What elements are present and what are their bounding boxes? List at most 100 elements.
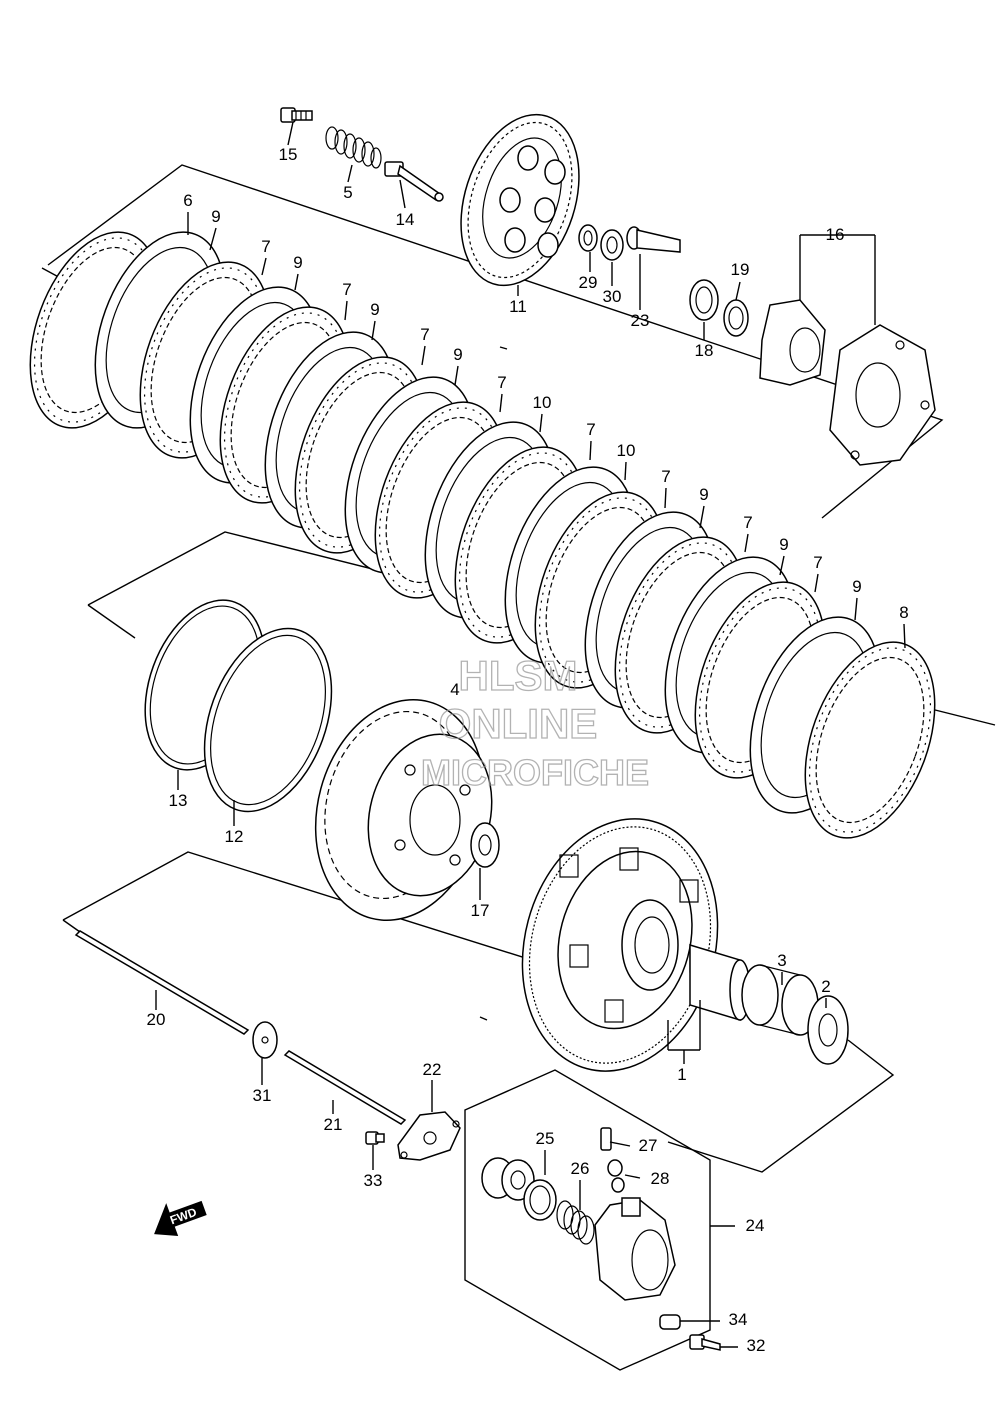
leader-line-24 bbox=[664, 487, 667, 509]
callout-9b: 9 bbox=[293, 253, 302, 272]
bearing-30 bbox=[600, 229, 624, 261]
release-cylinder-frame bbox=[464, 1069, 711, 1371]
spring-26 bbox=[556, 1200, 595, 1245]
washer-17 bbox=[470, 822, 500, 868]
callout-9f: 9 bbox=[779, 535, 788, 554]
callout-32: 32 bbox=[747, 1336, 766, 1355]
callout-13: 13 bbox=[169, 791, 188, 810]
bolt-32 bbox=[689, 1334, 721, 1351]
leader-line-28 bbox=[814, 573, 819, 593]
ring-12 bbox=[203, 627, 333, 813]
callout-21: 21 bbox=[324, 1115, 343, 1134]
callout-18: 18 bbox=[695, 341, 714, 360]
callout-3: 3 bbox=[777, 951, 786, 970]
callout-10b: 10 bbox=[617, 441, 636, 460]
callout-4: 4 bbox=[450, 680, 459, 699]
leader-line-14 bbox=[261, 257, 267, 276]
leader-line-26 bbox=[744, 533, 749, 553]
callout-9a: 9 bbox=[211, 207, 220, 226]
bush-18 bbox=[689, 279, 719, 321]
leader-line-7 bbox=[735, 281, 741, 301]
leader-line-48 bbox=[624, 1174, 641, 1179]
leader-lines bbox=[155, 121, 906, 1348]
callout-27: 27 bbox=[639, 1136, 658, 1155]
washer-19 bbox=[723, 299, 749, 337]
clutch-plate-stack bbox=[29, 231, 936, 839]
leader-line-19 bbox=[454, 365, 459, 386]
clutch-housing-1 bbox=[521, 818, 719, 1072]
pin-14 bbox=[384, 161, 444, 202]
leader-line-23 bbox=[624, 461, 627, 481]
leader-line-1 bbox=[347, 164, 353, 183]
callout-9g: 9 bbox=[852, 577, 861, 596]
leader-line-30 bbox=[903, 623, 906, 649]
push-rod-21 bbox=[283, 1050, 407, 1125]
piston-25 bbox=[481, 1157, 557, 1221]
callout-8: 8 bbox=[899, 603, 908, 622]
callout-22: 22 bbox=[423, 1060, 442, 1079]
needle-bearing-3 bbox=[741, 964, 819, 1036]
leader-line-2 bbox=[399, 179, 406, 209]
callout-7g: 7 bbox=[743, 513, 752, 532]
release-rod-23 bbox=[626, 226, 681, 253]
washer-31 bbox=[252, 1021, 278, 1059]
damper-16 bbox=[759, 299, 936, 466]
leader-line-18 bbox=[421, 345, 426, 366]
callout-5: 5 bbox=[343, 183, 352, 202]
callout-9d: 9 bbox=[453, 345, 462, 364]
callout-30: 30 bbox=[603, 287, 622, 306]
callout-6: 6 bbox=[183, 191, 192, 210]
callout-numbers: 1551411293023191816697979797107107979798… bbox=[147, 145, 909, 1355]
bolt-33 bbox=[365, 1131, 385, 1145]
callout-12: 12 bbox=[225, 827, 244, 846]
leader-line-17 bbox=[371, 320, 376, 341]
callout-7e: 7 bbox=[586, 420, 595, 439]
callout-31: 31 bbox=[253, 1086, 272, 1105]
callout-15: 15 bbox=[279, 145, 298, 164]
forward-arrow-icon: FWD bbox=[154, 1200, 207, 1237]
callout-2: 2 bbox=[821, 977, 830, 996]
cylinder-body bbox=[594, 1197, 676, 1301]
watermark-line3: MICROFICHE bbox=[421, 752, 649, 793]
bleeder-27 bbox=[600, 1127, 612, 1151]
dowel-34 bbox=[659, 1314, 681, 1330]
callout-20: 20 bbox=[147, 1010, 166, 1029]
callout-10a: 10 bbox=[533, 393, 552, 412]
washer-29 bbox=[578, 224, 598, 252]
callout-9e: 9 bbox=[699, 485, 708, 504]
cap-28 bbox=[607, 1159, 625, 1193]
callout-7b: 7 bbox=[342, 280, 351, 299]
callout-33: 33 bbox=[364, 1171, 383, 1190]
callout-9c: 9 bbox=[370, 300, 379, 319]
callout-1: 1 bbox=[677, 1065, 686, 1084]
clutch-hub-4 bbox=[314, 699, 493, 921]
thrust-washer-2 bbox=[807, 995, 849, 1065]
callout-16: 16 bbox=[826, 225, 845, 244]
bolt-15 bbox=[280, 107, 313, 123]
leader-line-20 bbox=[499, 393, 503, 413]
leader-line-16 bbox=[344, 300, 348, 321]
callout-14: 14 bbox=[396, 210, 415, 229]
callout-11: 11 bbox=[509, 297, 527, 316]
push-rod-20 bbox=[74, 930, 250, 1035]
callout-24: 24 bbox=[746, 1216, 765, 1235]
callout-7a: 7 bbox=[261, 237, 270, 256]
callout-17: 17 bbox=[471, 901, 490, 920]
callout-7h: 7 bbox=[813, 553, 822, 572]
watermark-line1: HLSM bbox=[459, 652, 578, 699]
callout-34: 34 bbox=[729, 1310, 748, 1329]
spacer-shaft bbox=[689, 943, 751, 1022]
leader-line-47 bbox=[609, 1141, 631, 1147]
callout-7c: 7 bbox=[420, 325, 429, 344]
callout-26: 26 bbox=[571, 1159, 590, 1178]
assembly-frames bbox=[41, 164, 996, 1173]
callout-7f: 7 bbox=[661, 467, 670, 486]
leader-line-27 bbox=[779, 555, 785, 576]
pressure-plate-11 bbox=[460, 113, 580, 287]
callout-7d: 7 bbox=[497, 373, 506, 392]
callout-19: 19 bbox=[731, 260, 750, 279]
leader-line-25 bbox=[699, 505, 705, 529]
leader-line-22 bbox=[589, 440, 592, 461]
